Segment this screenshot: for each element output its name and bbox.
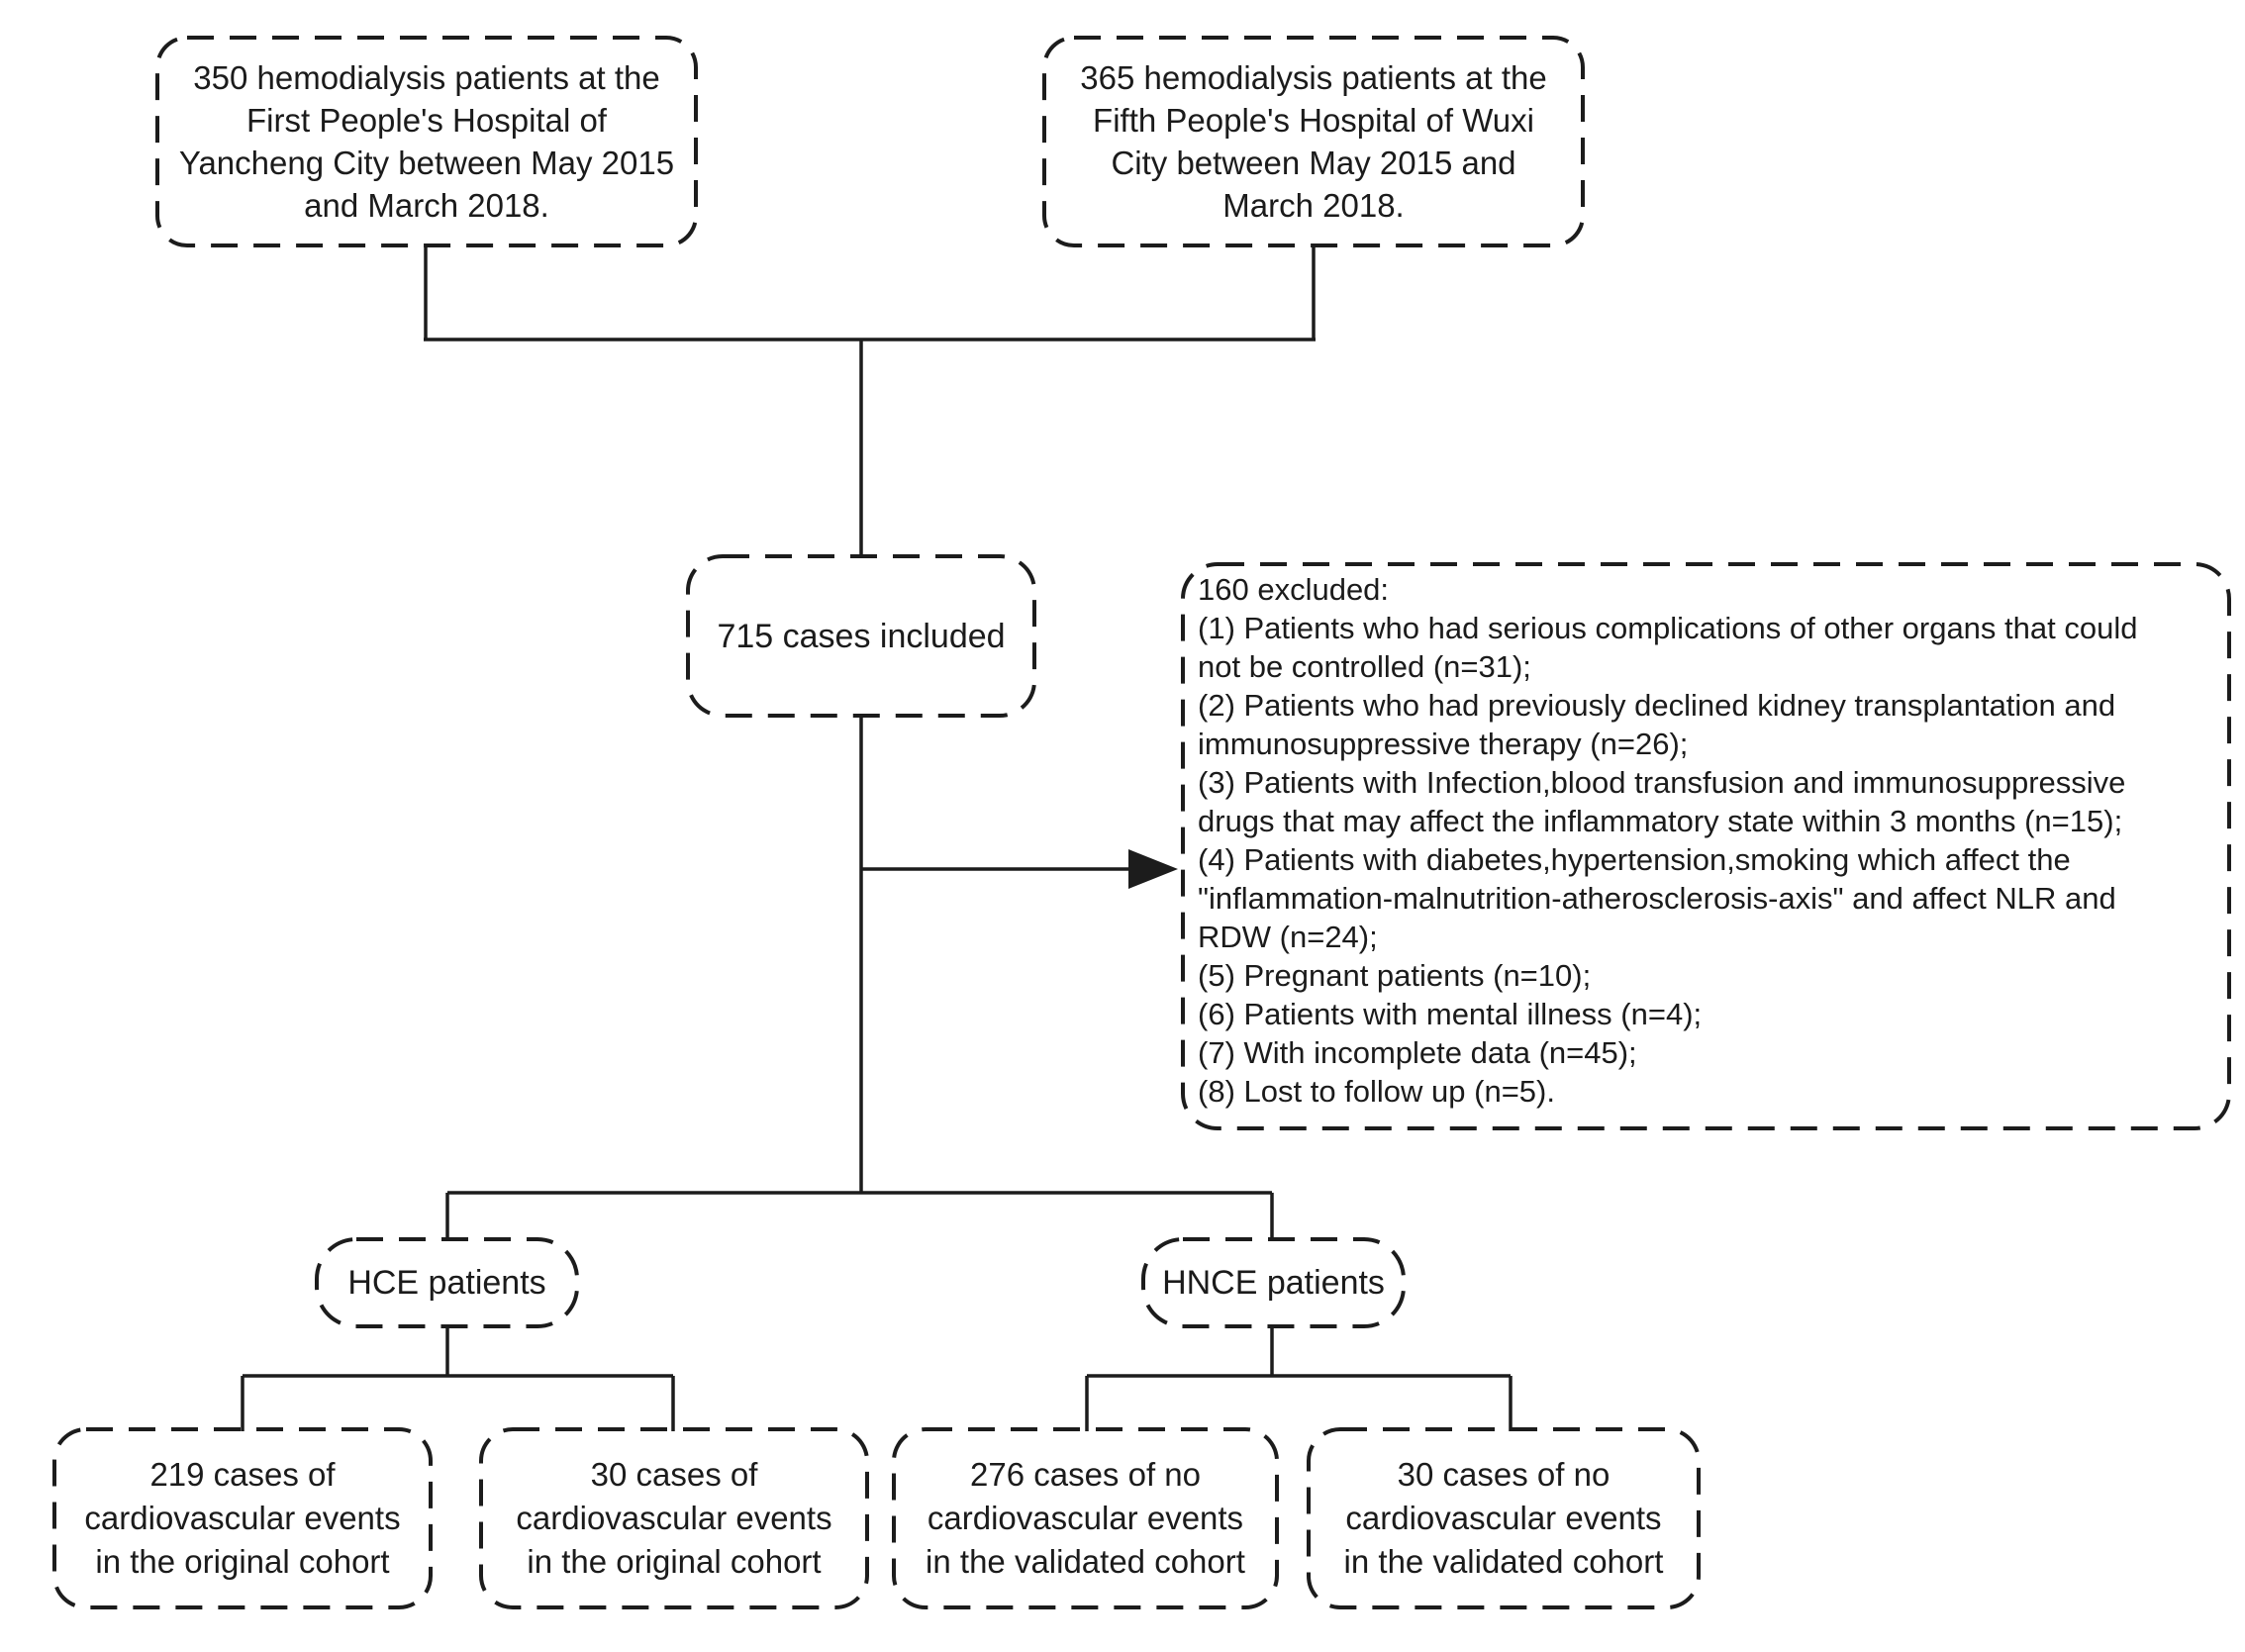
excluded-line: (2) Patients who had previously declined…	[1198, 688, 2116, 723]
outline-outcome3	[892, 1427, 1279, 1609]
excluded-line: (3) Patients with Infection,blood transf…	[1198, 765, 2126, 800]
outline-hce	[315, 1237, 579, 1328]
outline-excluded	[1181, 562, 2231, 1130]
node-included: 715 cases included	[717, 617, 1006, 655]
outline-included	[686, 554, 1036, 718]
node-hce: HCE patients	[347, 1264, 546, 1302]
outline-outcome4	[1307, 1427, 1701, 1609]
node-outcome-hce-validated: 30 cases of cardiovascular events in the…	[516, 1456, 832, 1580]
excluded-line: (6) Patients with mental illness (n=4);	[1198, 997, 1703, 1031]
excluded-line: RDW (n=24);	[1198, 920, 1378, 954]
excluded-line: immunosuppressive therapy (n=26);	[1198, 727, 1689, 761]
outline-source-left	[155, 36, 698, 247]
excluded-line: (8) Lost to follow up (n=5).	[1198, 1074, 1555, 1109]
node-outcome-hnce-validated: 30 cases of no cardiovascular events in …	[1343, 1456, 1664, 1580]
exclusion-arrowhead-icon	[1128, 849, 1178, 889]
excluded-line: (1) Patients who had serious complicatio…	[1198, 611, 2138, 645]
outline-hnce	[1141, 1237, 1406, 1328]
node-source-left: 350 hemodialysis patients at the First P…	[178, 59, 675, 224]
outline-outcome1	[52, 1427, 433, 1609]
node-source-right: 365 hemodialysis patients at the Fifth P…	[1080, 59, 1547, 224]
node-outcome-hnce-original: 276 cases of no cardiovascular events in…	[926, 1456, 1245, 1580]
excluded-line: (5) Pregnant patients (n=10);	[1198, 958, 1592, 993]
excluded-line: drugs that may affect the inflammatory s…	[1198, 804, 2123, 838]
outline-source-right	[1042, 36, 1585, 247]
excluded-line: "inflammation-malnutrition-atheroscleros…	[1198, 881, 2116, 916]
node-outcome-hce-original: 219 cases of cardiovascular events in th…	[84, 1456, 401, 1580]
excluded-line: (4) Patients with diabetes,hypertension,…	[1198, 842, 2071, 877]
excluded-line: not be controlled (n=31);	[1198, 649, 1531, 684]
excluded-line-heading: 160 excluded:	[1198, 572, 1390, 607]
node-hnce: HNCE patients	[1162, 1264, 1385, 1302]
node-excluded: 160 excluded: (1) Patients who had serio…	[1198, 570, 2219, 1111]
excluded-line: (7) With incomplete data (n=45);	[1198, 1035, 1637, 1070]
outline-outcome2	[479, 1427, 869, 1609]
